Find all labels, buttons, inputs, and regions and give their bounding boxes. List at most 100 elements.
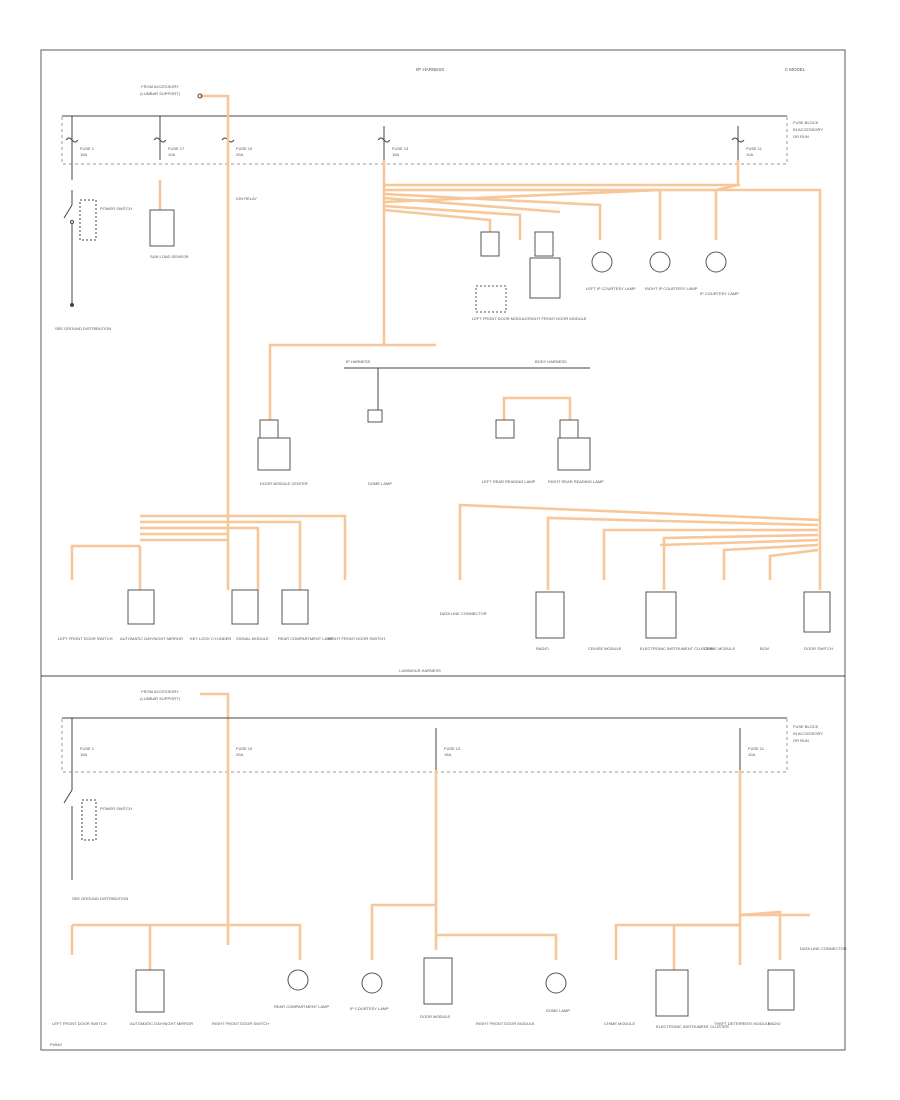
svg-text:AUTOMATIC DAY/NIGHT MIRROR: AUTOMATIC DAY/NIGHT MIRROR xyxy=(130,1021,193,1026)
left-rear-reading-lamp: LEFT REAR READING LAMP xyxy=(482,419,536,484)
fuse-bottom-4: FUSE 11 10A xyxy=(739,728,765,770)
svg-text:LEFT FRONT DOOR SWITCH: LEFT FRONT DOOR SWITCH xyxy=(58,636,113,641)
feed-sub-label-bottom: (LUMBAR SUPPORT) xyxy=(140,696,180,701)
fuse-block-label-bottom: FUSE BLOCK xyxy=(793,724,819,729)
right-rear-reading-lamp: RIGHT REAR READING LAMP xyxy=(548,419,604,484)
left-ip-lamp: LEFT IP COURTESY LAMP xyxy=(586,251,636,291)
svg-text:ELECTRONIC INSTRUMENT CLUSTER: ELECTRONIC INSTRUMENT CLUSTER xyxy=(656,1024,729,1029)
bottom-middle-components: IP COURTESY LAMP DOOR MODULE RIGHT FRONT… xyxy=(350,957,570,1026)
row3-right-components: DATA LINK CONNECTOR RADIO CRUISE MODULE … xyxy=(440,591,833,651)
fuse-top-5: FUSE 11 10A xyxy=(731,126,763,160)
left-front-door-module: LEFT FRONT DOOR MODULE xyxy=(472,231,528,321)
svg-text:IP COURTESY LAMP: IP COURTESY LAMP xyxy=(700,291,739,296)
svg-text:LEFT FRONT DOOR MODULE: LEFT FRONT DOOR MODULE xyxy=(472,316,528,321)
svg-text:IP COURTESY LAMP: IP COURTESY LAMP xyxy=(350,1006,389,1011)
svg-text:LEFT FRONT DOOR SWITCH: LEFT FRONT DOOR SWITCH xyxy=(52,1021,107,1026)
bottom-left-components: LEFT FRONT DOOR SWITCH AUTOMATIC DAY/NIG… xyxy=(52,969,329,1026)
svg-text:LEFT IP COURTESY LAMP: LEFT IP COURTESY LAMP xyxy=(586,286,636,291)
svg-text:20A: 20A xyxy=(236,752,243,757)
feed-connector xyxy=(197,93,203,99)
svg-text:15A: 15A xyxy=(80,152,87,157)
svg-text:LEFT REAR READING LAMP: LEFT REAR READING LAMP xyxy=(482,479,536,484)
feed-sub-label: (LUMBAR SUPPORT) xyxy=(140,91,180,96)
svg-text:DOOR MODULE: DOOR MODULE xyxy=(420,1014,451,1019)
feed-label-bottom: FROM ACCESSORY xyxy=(141,689,179,694)
ground-ref-top: SEE GROUND DISTRIBUTION xyxy=(55,326,111,331)
right-front-door-module: RIGHT FRONT DOOR MODULE xyxy=(528,231,587,321)
svg-text:REAR COMPARTMENT LAMP: REAR COMPARTMENT LAMP xyxy=(278,636,333,641)
ign-relay-label: IGN RELAY xyxy=(236,196,257,201)
svg-text:RIGHT FRONT DOOR SWITCH: RIGHT FRONT DOOR SWITCH xyxy=(328,636,385,641)
fuse-bottom-1: FUSE 1 15A xyxy=(71,718,95,790)
mid-bus-right-label: BODY HARNESS xyxy=(535,359,567,364)
door-module-center: DOOR MODULE CENTER xyxy=(257,419,308,486)
svg-text:RADIO: RADIO xyxy=(536,646,549,651)
svg-text:DOME LAMP: DOME LAMP xyxy=(546,1008,570,1013)
right-ip-lamp: RIGHT IP COURTESY LAMP xyxy=(645,251,698,291)
page-code: P4949 xyxy=(50,1042,62,1047)
fuse-block-note-bottom-2: OR RUN xyxy=(793,738,809,743)
svg-text:FUSE 10: FUSE 10 xyxy=(236,146,253,151)
fuse-top-4: FUSE 13 15A xyxy=(377,126,409,160)
fuse-top-1: FUSE 1 15A xyxy=(65,116,95,180)
svg-text:15A: 15A xyxy=(444,752,451,757)
svg-text:CRUISE MODULE: CRUISE MODULE xyxy=(588,646,622,651)
svg-text:RIGHT IP COURTESY LAMP: RIGHT IP COURTESY LAMP xyxy=(645,286,698,291)
svg-text:BCM: BCM xyxy=(760,646,769,651)
svg-text:FUSE 13: FUSE 13 xyxy=(392,146,409,151)
fuse-block-note-bottom-1: IN ACCESSORY xyxy=(793,731,823,736)
svg-text:DOOR MODULE CENTER: DOOR MODULE CENTER xyxy=(260,481,308,486)
svg-text:FUSE 17: FUSE 17 xyxy=(168,146,185,151)
svg-text:SEE GROUND DISTRIBUTION: SEE GROUND DISTRIBUTION xyxy=(72,896,128,901)
svg-text:FUSE 1: FUSE 1 xyxy=(80,146,95,151)
svg-text:15A: 15A xyxy=(392,152,399,157)
svg-text:RIGHT FRONT DOOR MODULE: RIGHT FRONT DOOR MODULE xyxy=(476,1021,535,1026)
svg-text:FUSE 1: FUSE 1 xyxy=(80,746,95,751)
svg-text:FUSE 10: FUSE 10 xyxy=(236,746,253,751)
svg-text:10A: 10A xyxy=(748,752,755,757)
svg-text:POWER SWITCH: POWER SWITCH xyxy=(100,206,132,211)
diagram-title: I/P HARNESS xyxy=(416,67,444,72)
svg-text:RIGHT FRONT DOOR MODULE: RIGHT FRONT DOOR MODULE xyxy=(528,316,587,321)
fuse-bottom-3: FUSE 13 15A xyxy=(435,728,461,770)
fuse-block-label-top: FUSE BLOCK xyxy=(793,120,819,125)
section-divider-label: LUMINOUS HARNESS xyxy=(399,668,441,673)
bottom-right-components: CHIME MODULE ELECTRONIC INSTRUMENT CLUST… xyxy=(604,946,847,1029)
svg-text:15A: 15A xyxy=(80,752,87,757)
svg-text:THEFT DETERRENT MODULE: THEFT DETERRENT MODULE xyxy=(714,1021,771,1026)
svg-text:POWER SWITCH: POWER SWITCH xyxy=(100,806,132,811)
svg-text:DATA LINK CONNECTOR: DATA LINK CONNECTOR xyxy=(800,946,847,951)
fuse-block-bottom xyxy=(61,717,788,773)
svg-text:SIGNAL MODULE: SIGNAL MODULE xyxy=(236,636,269,641)
power-switch-bottom: POWER SWITCH SEE GROUND DISTRIBUTION xyxy=(63,789,132,901)
svg-text:SUN LOAD SENSOR: SUN LOAD SENSOR xyxy=(150,254,189,259)
svg-text:AUTOMATIC DAY/NIGHT MIRROR: AUTOMATIC DAY/NIGHT MIRROR xyxy=(120,636,183,641)
sun-load-sensor: SUN LOAD SENSOR xyxy=(149,180,189,259)
svg-text:FUSE 11: FUSE 11 xyxy=(746,146,763,151)
header-right-label: C MODEL xyxy=(785,67,806,72)
power-switch: POWER SWITCH SEE GROUND DISTRIBUTION xyxy=(55,190,132,331)
svg-text:RADIO: RADIO xyxy=(768,1021,781,1026)
fuse-bottom-2: FUSE 10 20A xyxy=(236,746,253,757)
svg-text:RIGHT REAR READING LAMP: RIGHT REAR READING LAMP xyxy=(548,479,604,484)
fuse-block-note-top-2: OR RUN xyxy=(793,134,809,139)
svg-text:DATA LINK CONNECTOR: DATA LINK CONNECTOR xyxy=(440,611,487,616)
mid-bus-left-label: IP HARNESS xyxy=(346,359,370,364)
fuse-top-3: FUSE 10 20A xyxy=(221,116,253,160)
svg-text:FUSE 11: FUSE 11 xyxy=(748,746,765,751)
svg-text:20A: 20A xyxy=(236,152,243,157)
svg-text:DOME LAMP: DOME LAMP xyxy=(368,481,392,486)
svg-text:10A: 10A xyxy=(168,152,175,157)
ip-lamp: IP COURTESY LAMP xyxy=(700,251,739,296)
diagram-frame xyxy=(40,49,846,1051)
svg-text:10A: 10A xyxy=(746,152,753,157)
dome-lamp-mid: DOME LAMP xyxy=(367,368,392,486)
svg-text:KEY LOCK CYLINDER: KEY LOCK CYLINDER xyxy=(190,636,231,641)
svg-text:CHIME MODULE: CHIME MODULE xyxy=(704,646,735,651)
feed-label: FROM ACCESSORY xyxy=(141,84,179,89)
row3-left-components: LEFT FRONT DOOR SWITCH AUTOMATIC DAY/NIG… xyxy=(58,589,385,641)
svg-text:FUSE 13: FUSE 13 xyxy=(444,746,461,751)
svg-text:ELECTRONIC INSTRUMENT CLUSTER: ELECTRONIC INSTRUMENT CLUSTER xyxy=(640,646,713,651)
svg-text:DOOR SWITCH: DOOR SWITCH xyxy=(804,646,833,651)
